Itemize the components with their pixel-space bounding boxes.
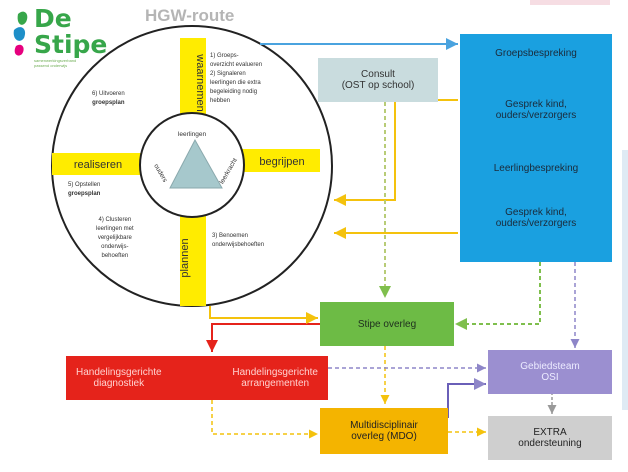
band-bottom [180,206,206,306]
arrow-red-to-mdo [211,400,318,439]
blue-item-leerlingbespreking: Leerlingbespreking [493,163,579,174]
blue-item-gesprek-2b: ouders/verzorgers [495,218,577,229]
logo-tagline: samenwerkingsverband passend onderwijs [34,58,77,68]
red-right-text: Handelingsgerichte arrangementen [232,367,318,389]
arrow-blue-to-wheel [334,99,458,206]
decor-bar-top-right [530,0,610,5]
red-left-text: Handelingsgerichte diagnostiek [76,367,162,389]
segment-5: 5) Opstellen groepsplan [68,182,101,197]
stipe-overleg-box: Stipe overleg [320,302,454,346]
band-right [240,149,320,172]
arrow-blue-to-stipe [455,262,541,330]
segment-1-2: 1) Groeps- overzicht evalueren 2) Signal… [210,53,263,104]
blue-item-gesprek-1b: ouders/verzorgers [495,110,577,121]
band-left [52,153,144,175]
label-begrijpen: begrijpen [259,156,304,168]
decor-bar-right [622,150,628,410]
mdo-box: Multidisciplinair overleg (MDO) [320,408,448,454]
consult-box: Consult (OST op school) [318,58,438,102]
red-box: Handelingsgerichte diagnostiek Handeling… [66,356,328,400]
triangle-label-leerlingen: leerlingen [178,131,207,138]
blue-item-gesprek-2a: Gesprek kind, [505,207,567,218]
arrow-stipe-to-red [206,323,320,352]
label-waarnemen: waarnemen [194,53,206,111]
arrow-mdo-to-gebied [447,378,486,418]
page-title: HGW-route [145,6,235,25]
blue-item-gesprek-1a: Gesprek kind, [505,99,567,110]
logo-stipe: Stipe [34,30,108,59]
logo-mark-icon [13,11,28,56]
process-blue-box: Groepsbespreking Gesprek kind, ouders/ve… [460,34,612,262]
segment-4: 4) Clusteren leerlingen met vergelijkbar… [96,217,134,259]
label-plannen: plannen [179,238,191,277]
blue-item-groepsbespreking: Groepsbespreking [495,48,577,59]
logo-de: De [34,4,72,33]
gebiedsteam-box: Gebiedsteam OSI [488,350,612,394]
segment-3: 3) Benoemen onderwijsbehoeften [212,233,265,248]
segment-6: 6) Uitvoeren groepsplan [92,91,125,106]
label-realiseren: realiseren [74,159,122,171]
extra-ondersteuning-box: EXTRA ondersteuning [488,416,612,460]
triangle-shape [169,138,223,189]
arrow-wheel-to-stipe [209,306,318,324]
